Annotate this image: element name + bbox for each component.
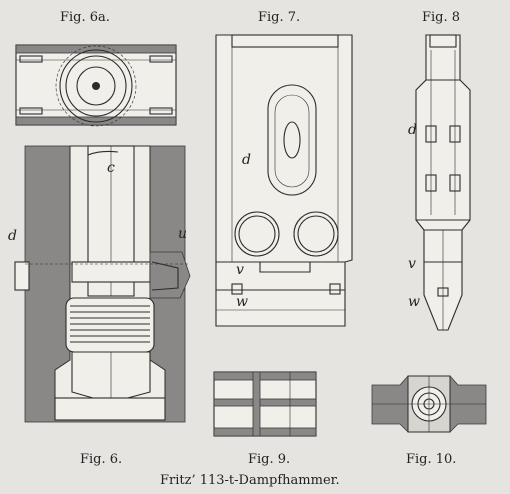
- fig-10-label: Fig. 10.: [406, 452, 457, 467]
- fig-7-label: Fig. 7.: [258, 10, 301, 25]
- fig-9-drawing: [213, 371, 317, 437]
- fig-9-label: Fig. 9.: [248, 452, 291, 467]
- letter-d-fig8: d: [408, 122, 417, 138]
- plate-caption: Fritz’ 113-t-Dampfhammer.: [160, 473, 340, 488]
- letter-c: c: [107, 160, 115, 176]
- letter-w-fig7: w: [236, 294, 248, 310]
- fig-8-drawing: [415, 34, 471, 331]
- fig-6-label: Fig. 6.: [80, 452, 123, 467]
- fig-6a-drawing: [15, 44, 177, 127]
- letter-d-fig7: d: [242, 152, 251, 168]
- letter-u-fig6: u: [178, 226, 188, 242]
- fig-10-drawing: [371, 375, 487, 433]
- letter-d-fig6: d: [8, 228, 17, 244]
- fig-6a-label: Fig. 6a.: [60, 10, 110, 25]
- letter-v-fig8: v: [408, 256, 416, 272]
- fig-8-label: Fig. 8: [422, 10, 461, 25]
- letter-w-fig8: w: [408, 294, 420, 310]
- fig-6-drawing: [14, 145, 191, 423]
- fig-7-drawing: [215, 34, 353, 327]
- letter-v-fig7: v: [236, 262, 244, 278]
